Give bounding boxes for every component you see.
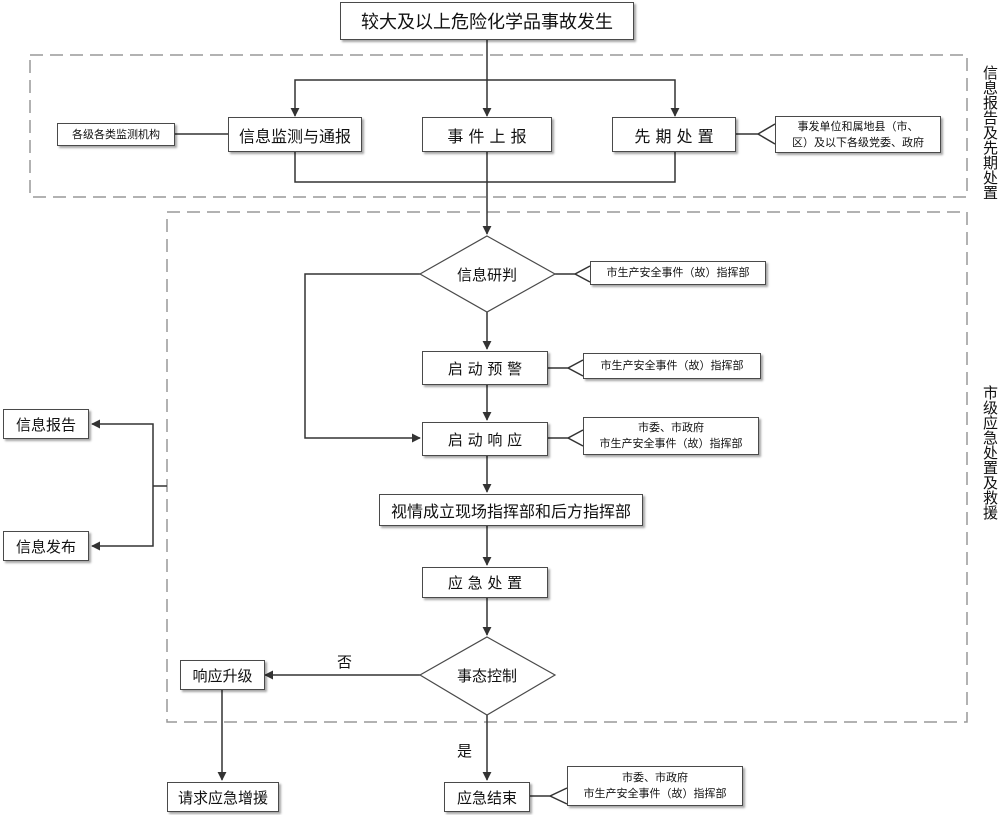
monitor-note: 各级各类监测机构 [57,123,175,146]
warn-box: 启 动 预 警 [422,351,548,385]
yes-label: 是 [457,742,473,760]
control-diamond [418,636,557,716]
judge-label: 信息研判 [456,266,517,284]
respond-box: 启 动 响 应 [422,422,548,456]
section-info-report-label: 信息报告及先期处置 [981,64,999,200]
command-box: 视情成立现场指挥部和后方指挥部 [379,494,643,526]
info-report-box: 信息报告 [3,409,89,439]
respond-note: 市委、市政府 市生产安全事件（故）指挥部 [583,417,759,455]
control-label: 事态控制 [456,667,517,685]
respond-note-line2: 市生产安全事件（故）指挥部 [599,437,743,450]
judge-diamond [418,235,557,313]
prelim-note: 事发单位和属地县（市、 区）及以下各级党委、政府 [775,116,941,153]
end-box: 应急结束 [444,782,530,812]
end-note-line1: 市委、市政府 [622,771,688,784]
monitor-box: 信息监测与通报 [228,117,362,152]
reinforce-box: 请求应急增援 [167,782,279,812]
section-info-report-frame [29,54,968,198]
judge-note: 市生产安全事件（故）指挥部 [590,261,766,285]
section-city-response-label: 市级应急处置及救援 [981,384,999,520]
end-note-line2: 市生产安全事件（故）指挥部 [583,787,727,800]
report-box: 事 件 上 报 [422,117,552,152]
dispose-box: 应 急 处 置 [422,567,548,598]
prelim-note-line2: 区）及以下各级党委、政府 [792,135,924,149]
warn-note: 市生产安全事件（故）指挥部 [583,353,761,379]
prelim-note-line1: 事发单位和属地县（市、 [797,119,919,133]
upgrade-box: 响应升级 [180,660,265,690]
info-publish-box: 信息发布 [3,531,89,561]
no-label: 否 [337,653,353,671]
prelim-box: 先 期 处 置 [612,117,736,152]
section-city-response-frame [166,211,968,723]
event-occurred-box: 较大及以上危险化学品事故发生 [340,2,634,40]
respond-note-line1: 市委、市政府 [638,421,704,434]
end-note: 市委、市政府 市生产安全事件（故）指挥部 [567,766,743,806]
